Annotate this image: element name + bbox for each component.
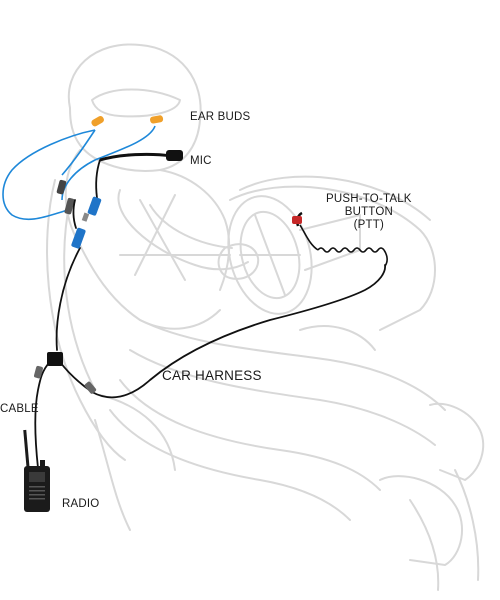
torso-outline	[64, 149, 221, 330]
label-ear-buds: EAR BUDS	[190, 111, 251, 123]
earbud-wire-left	[2, 129, 96, 220]
earbud-wire-right	[61, 125, 156, 201]
radio-device	[23, 429, 50, 512]
steering-wheel	[227, 195, 313, 315]
earbud-right-tip	[150, 115, 164, 124]
leg-outline	[139, 319, 446, 411]
earbud-assembly	[2, 115, 164, 220]
hand-outline	[217, 243, 260, 280]
arm-outline	[117, 189, 249, 271]
radio-antenna	[23, 429, 30, 471]
ptt-button	[292, 211, 303, 227]
inline-connectors	[71, 196, 102, 249]
foot-outline	[429, 402, 485, 481]
mic-assembly	[99, 150, 183, 162]
seat-outline	[46, 179, 126, 461]
label-cable: CABLE	[0, 403, 39, 415]
junction-connector-harness	[84, 381, 97, 394]
ptt-coil-cable	[299, 224, 388, 267]
connector-lower	[71, 227, 86, 249]
junction-connector-radio	[33, 365, 43, 379]
label-radio: RADIO	[62, 498, 100, 510]
label-ptt-line1: PUSH-TO-TALK	[326, 193, 412, 205]
label-ptt-line3: (PTT)	[353, 219, 385, 231]
connector-upper	[87, 196, 102, 216]
label-ptt-line2: BUTTON	[344, 206, 393, 218]
mic-boom	[99, 152, 173, 162]
earbud-left-tip	[91, 115, 104, 127]
mic-capsule	[166, 150, 183, 161]
label-ptt: PUSH-TO-TALK BUTTON (PTT)	[326, 193, 412, 232]
driver-silhouette	[46, 43, 485, 591]
label-mic: MIC	[190, 155, 212, 167]
dashboard-outline	[229, 185, 436, 331]
seat-belt	[119, 194, 231, 281]
helmet-outline	[67, 43, 202, 172]
earbud-plug	[56, 179, 67, 195]
label-car-harness: CAR HARNESS	[162, 368, 262, 383]
helmet-visor	[91, 88, 181, 118]
junction-box	[33, 352, 97, 394]
